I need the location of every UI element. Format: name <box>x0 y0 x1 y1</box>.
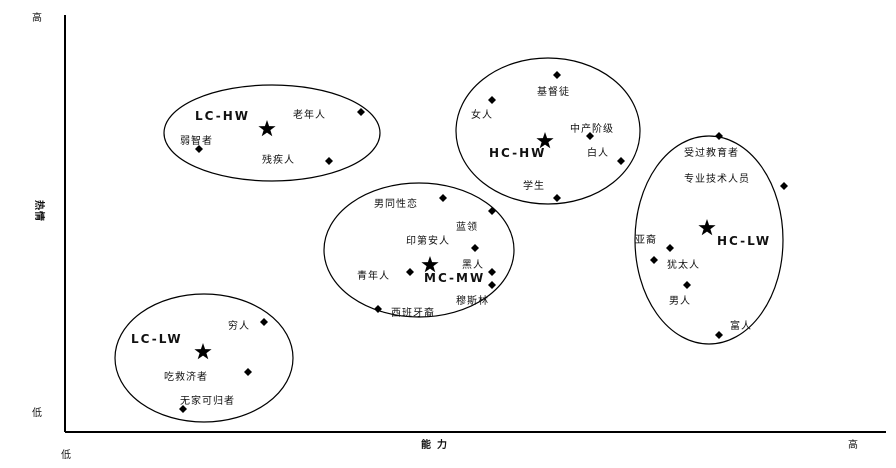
member-label-middle-class: 中产阶级 <box>570 122 614 135</box>
member-label-native-americans: 印第安人 <box>406 234 450 247</box>
member-label-women: 女人 <box>471 108 493 121</box>
group-label-lc-lw: LC-LW <box>131 332 183 346</box>
member-label-gay-men: 男同性恋 <box>374 197 418 210</box>
group-ellipse-hc-lw <box>634 135 784 345</box>
member-marker <box>617 157 625 165</box>
member-marker <box>374 305 382 313</box>
member-marker <box>683 281 691 289</box>
member-marker <box>179 405 187 413</box>
member-marker <box>439 194 447 202</box>
member-marker <box>471 244 479 252</box>
member-marker <box>244 368 252 376</box>
y-axis-low-label: 低 <box>32 406 42 419</box>
member-marker <box>325 157 333 165</box>
member-marker <box>260 318 268 326</box>
member-marker <box>553 71 561 79</box>
group-center-star-hc-hw <box>536 132 554 149</box>
y-axis-title: 热情 <box>33 200 46 222</box>
member-label-educated: 受过教育者 <box>684 146 739 159</box>
member-marker <box>406 268 414 276</box>
group-ellipse-mc-mw <box>323 182 515 318</box>
member-label-disabled: 残疾人 <box>262 153 295 166</box>
member-marker <box>586 132 594 140</box>
y-axis-high-label: 高 <box>32 11 42 24</box>
member-label-white: 白人 <box>587 146 609 159</box>
group-center-star-mc-mw <box>421 256 439 273</box>
member-label-hispanic: 西班牙裔 <box>391 306 435 319</box>
member-label-intellectually-disabled: 弱智者 <box>180 134 213 147</box>
member-marker <box>715 132 723 140</box>
member-marker <box>488 207 496 215</box>
member-label-muslims: 穆斯林 <box>456 294 489 307</box>
member-label-blue-collar: 蓝领 <box>456 220 478 233</box>
member-label-rich: 富人 <box>730 319 752 332</box>
member-label-elderly: 老年人 <box>293 108 326 121</box>
member-marker <box>715 331 723 339</box>
member-label-black: 黑人 <box>462 259 484 271</box>
group-center-star-lc-hw <box>258 120 276 137</box>
member-marker <box>650 256 658 264</box>
member-marker <box>666 244 674 252</box>
group-ellipse-lc-lw <box>114 293 294 423</box>
group-ellipse-hc-hw <box>455 57 641 205</box>
member-marker <box>195 145 203 153</box>
member-marker <box>357 108 365 116</box>
member-label-poor: 穷人 <box>228 319 250 332</box>
member-marker <box>553 194 561 202</box>
group-label-hc-hw: HC-HW <box>489 146 546 160</box>
member-marker <box>488 281 496 289</box>
member-marker <box>488 268 496 276</box>
member-label-professionals: 专业技术人员 <box>684 172 750 185</box>
member-label-christians: 基督徒 <box>537 85 570 98</box>
member-label-students: 学生 <box>523 179 545 192</box>
group-label-lc-hw: LC-HW <box>195 109 250 123</box>
member-label-jews: 犹太人 <box>667 258 700 271</box>
member-marker <box>780 182 788 190</box>
x-axis-high-label: 高 <box>848 438 858 451</box>
x-axis-title: 能力 <box>421 438 453 451</box>
group-center-star-lc-lw <box>194 343 212 360</box>
x-axis-low-label: 低 <box>61 448 71 461</box>
member-label-welfare-recipients: 吃救济者 <box>164 370 208 383</box>
group-label-mc-mw: MC-MW <box>424 271 485 285</box>
group-ellipse-lc-hw <box>163 84 381 182</box>
member-label-young: 青年人 <box>357 269 390 282</box>
group-label-hc-lw: HC-LW <box>717 234 771 248</box>
member-label-asians: 亚裔 <box>635 233 657 246</box>
member-label-homeless: 无家可归者 <box>180 394 235 407</box>
member-marker <box>488 96 496 104</box>
member-label-men: 男人 <box>669 295 691 307</box>
group-center-star-hc-lw <box>698 219 716 236</box>
